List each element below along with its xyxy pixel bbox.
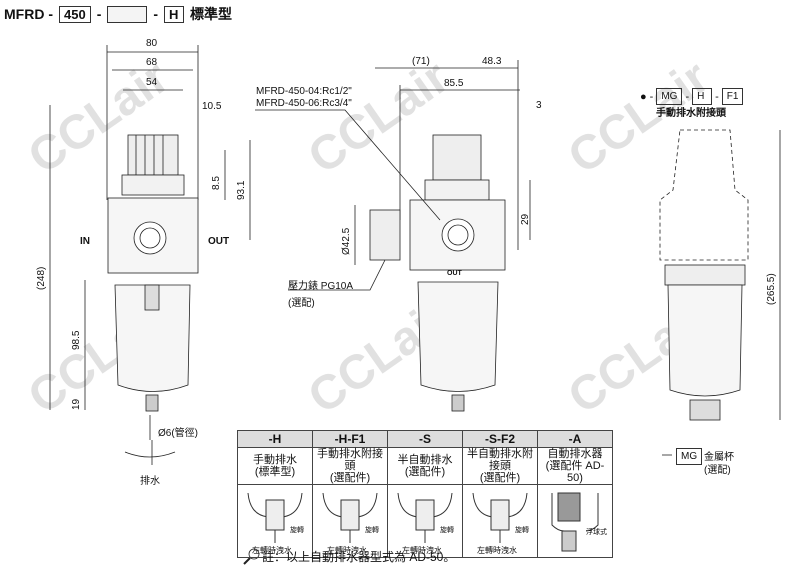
drain-options-table: -H -H-F1 -S -S-F2 -A 手動排水(標準型) 手動排水附接頭(選… [237, 430, 613, 558]
drain-note: 左轉時洩水 [252, 546, 292, 555]
port-spec-06: MFRD-450-06:Rc3/4" [256, 98, 352, 109]
drain-illustration: 旋轉左轉時洩水 [237, 484, 313, 558]
desc-name: 手動排水附接頭 [317, 448, 383, 472]
col-code: -S-F2 [462, 430, 538, 448]
desc-name: 手動排水 [253, 454, 297, 466]
turn-label: 旋轉 [440, 527, 454, 534]
tube-label: Ø6(管徑) [158, 428, 198, 439]
col-desc: 半自動排水(選配件) [387, 447, 463, 485]
dim-248: (248) [36, 266, 47, 290]
dim-98-5: 98.5 [71, 330, 82, 350]
drain-illustration: 旋轉左轉時洩水 [462, 484, 538, 558]
bullet-icon: ● [640, 90, 647, 103]
dim-8-5: 8.5 [211, 176, 222, 190]
turn-label: 旋轉 [515, 527, 529, 534]
size-box: 450 [59, 5, 91, 23]
option-code: ●- MG- H- F1 [640, 88, 744, 105]
desc-name: 半自動排水附接頭 [467, 448, 533, 472]
dim-54: 54 [146, 77, 158, 88]
code-mg: MG [656, 88, 683, 105]
right-unit-drawing [659, 129, 781, 456]
code-h: H [692, 88, 713, 105]
drain-note: 左轉時洩水 [402, 546, 442, 555]
dim-3: 3 [536, 100, 542, 111]
col-desc: 自動排水器(選配件 AD-50) [537, 447, 613, 485]
dim-dia-42-5: Ø42.5 [341, 227, 352, 255]
magnifier-icon [240, 548, 256, 564]
desc-sub: (標準型) [254, 466, 296, 478]
model-code: MFRD - 450 - - H 標準型 [4, 4, 232, 24]
separator: - [96, 6, 102, 22]
drain-illustration: 浮球式 [537, 484, 613, 558]
dim-93-1: 93.1 [236, 180, 247, 200]
desc-sub: (選配件 AD-50) [545, 460, 605, 484]
out-label: OUT [208, 236, 230, 247]
drain-box: H [164, 5, 185, 23]
port-spec-04: MFRD-450-04:Rc1/2" [256, 86, 352, 97]
gauge-option: (選配) [288, 298, 315, 309]
dim-265-5: (265.5) [766, 273, 777, 305]
middle-unit-drawing [255, 60, 531, 412]
col-code: -S [387, 430, 463, 448]
dim-68: 68 [146, 57, 158, 68]
float-label: 浮球式 [586, 529, 607, 536]
in-label: IN [80, 236, 90, 247]
drain-note: 左轉時洩水 [477, 546, 517, 555]
turn-label: 旋轉 [290, 527, 304, 534]
desc-sub: (選配件) [479, 472, 521, 484]
out-mark: OUT [447, 270, 462, 277]
gauge-label: 壓力錶 PG10A [288, 281, 354, 292]
note-text: 註：以上自動排水器型式為 AD-50。 [262, 550, 456, 564]
dim-71: (71) [412, 56, 430, 67]
col-desc: 手動排水(標準型) [237, 447, 313, 485]
dim-29: 29 [520, 213, 531, 225]
col-code: -H-F1 [312, 430, 388, 448]
dim-10-5: 10.5 [202, 101, 222, 112]
dim-48-3: 48.3 [482, 56, 502, 67]
dim-85-5: 85.5 [444, 78, 464, 89]
dim-80: 80 [146, 38, 158, 49]
separator: - [153, 6, 159, 22]
left-unit-drawing [49, 45, 251, 465]
desc-sub: (選配件) [404, 466, 446, 478]
desc-name: 自動排水器 [547, 448, 603, 460]
code-f1: F1 [721, 88, 744, 105]
col-desc: 手動排水附接頭(選配件) [312, 447, 388, 485]
footnote: 註：以上自動排水器型式為 AD-50。 [262, 548, 455, 565]
model-prefix: MFRD - [4, 6, 53, 22]
turn-label: 旋轉 [365, 527, 379, 534]
mg-option: (選配) [704, 465, 731, 476]
mg-box: MG [676, 448, 703, 465]
drain-label: 排水 [140, 476, 160, 487]
col-code: -A [537, 430, 613, 448]
col-desc: 半自動排水附接頭(選配件) [462, 447, 538, 485]
dim-19: 19 [71, 398, 82, 410]
drain-illustration: 旋轉左轉時洩水 [387, 484, 463, 558]
mg-label: 金屬杯 [704, 452, 734, 463]
col-code: -H [237, 430, 313, 448]
code-label: 手動排水附接頭 [656, 108, 726, 119]
desc-name: 半自動排水 [397, 454, 453, 466]
drain-illustration: 旋轉左轉時洩水 [312, 484, 388, 558]
type-label: 標準型 [190, 6, 233, 22]
blank-box [107, 5, 148, 23]
drain-note: 左轉時洩水 [327, 546, 367, 555]
desc-sub: (選配件) [329, 472, 371, 484]
